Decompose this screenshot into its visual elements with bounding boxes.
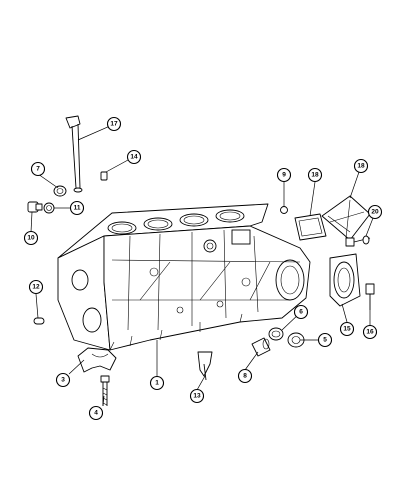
svg-text:4: 4 bbox=[94, 410, 98, 417]
part-17-dipstick-tube bbox=[65, 115, 83, 193]
part-18-cover-plate bbox=[321, 195, 371, 241]
callout-14: 14 bbox=[126, 149, 142, 165]
svg-text:5: 5 bbox=[323, 337, 327, 344]
callout-10: 10 bbox=[23, 230, 39, 246]
part-7-plug bbox=[53, 185, 67, 197]
svg-text:9: 9 bbox=[282, 172, 286, 179]
part-19-gasket bbox=[294, 213, 327, 241]
svg-text:3: 3 bbox=[61, 377, 65, 384]
svg-text:6: 6 bbox=[299, 309, 303, 316]
callout-6: 6 bbox=[293, 304, 309, 320]
svg-text:8: 8 bbox=[243, 373, 247, 380]
callout-8: 8 bbox=[237, 368, 253, 384]
callout-7: 7 bbox=[30, 161, 46, 177]
callout-13: 13 bbox=[189, 388, 205, 404]
leader-lines bbox=[30, 125, 374, 407]
svg-text:17: 17 bbox=[110, 121, 118, 128]
part-15-rear-seal-retainer bbox=[329, 253, 361, 307]
svg-text:12: 12 bbox=[32, 284, 40, 291]
svg-text:18: 18 bbox=[357, 163, 365, 170]
callouts: 1 3 4 5 6 7 8 9 bbox=[23, 116, 383, 421]
part-20-bolt bbox=[345, 235, 371, 247]
callout-2: 3 bbox=[55, 372, 71, 388]
part-8-bushing bbox=[251, 337, 271, 357]
part-16-bolt bbox=[365, 283, 375, 310]
part-13-sensor bbox=[197, 351, 213, 381]
callout-18: 18 bbox=[353, 158, 369, 174]
svg-text:16: 16 bbox=[366, 329, 374, 336]
callout-20: 20 bbox=[367, 204, 383, 220]
svg-text:14: 14 bbox=[130, 154, 138, 161]
callout-1: 1 bbox=[149, 375, 165, 391]
callout-11: 11 bbox=[69, 200, 85, 216]
callout-5: 5 bbox=[317, 332, 333, 348]
callout-15: 15 bbox=[339, 321, 355, 337]
engine-block bbox=[57, 203, 311, 351]
svg-text:15: 15 bbox=[343, 326, 351, 333]
part-2-main-bearing-cap bbox=[77, 347, 117, 373]
callout-12: 12 bbox=[28, 279, 44, 295]
callout-17: 17 bbox=[106, 116, 122, 132]
callout-9: 9 bbox=[276, 167, 292, 183]
part-12-dowel-pin bbox=[33, 317, 45, 325]
svg-text:11: 11 bbox=[74, 205, 81, 212]
svg-text:18: 18 bbox=[311, 172, 319, 179]
part-4-bolt bbox=[100, 375, 110, 406]
svg-text:20: 20 bbox=[371, 209, 379, 216]
svg-text:10: 10 bbox=[27, 235, 35, 242]
callout-4: 4 bbox=[88, 405, 104, 421]
svg-text:1: 1 bbox=[155, 380, 159, 387]
part-9-plug bbox=[280, 206, 288, 214]
part-11-o-ring bbox=[43, 202, 55, 214]
svg-text:7: 7 bbox=[36, 166, 40, 173]
part-10-threaded-plug bbox=[27, 201, 43, 213]
callout-19: 18 bbox=[307, 167, 323, 183]
part-6-o-ring bbox=[268, 327, 284, 341]
callout-16: 16 bbox=[362, 324, 378, 340]
svg-text:13: 13 bbox=[193, 393, 201, 400]
part-14-dowel bbox=[100, 171, 108, 181]
